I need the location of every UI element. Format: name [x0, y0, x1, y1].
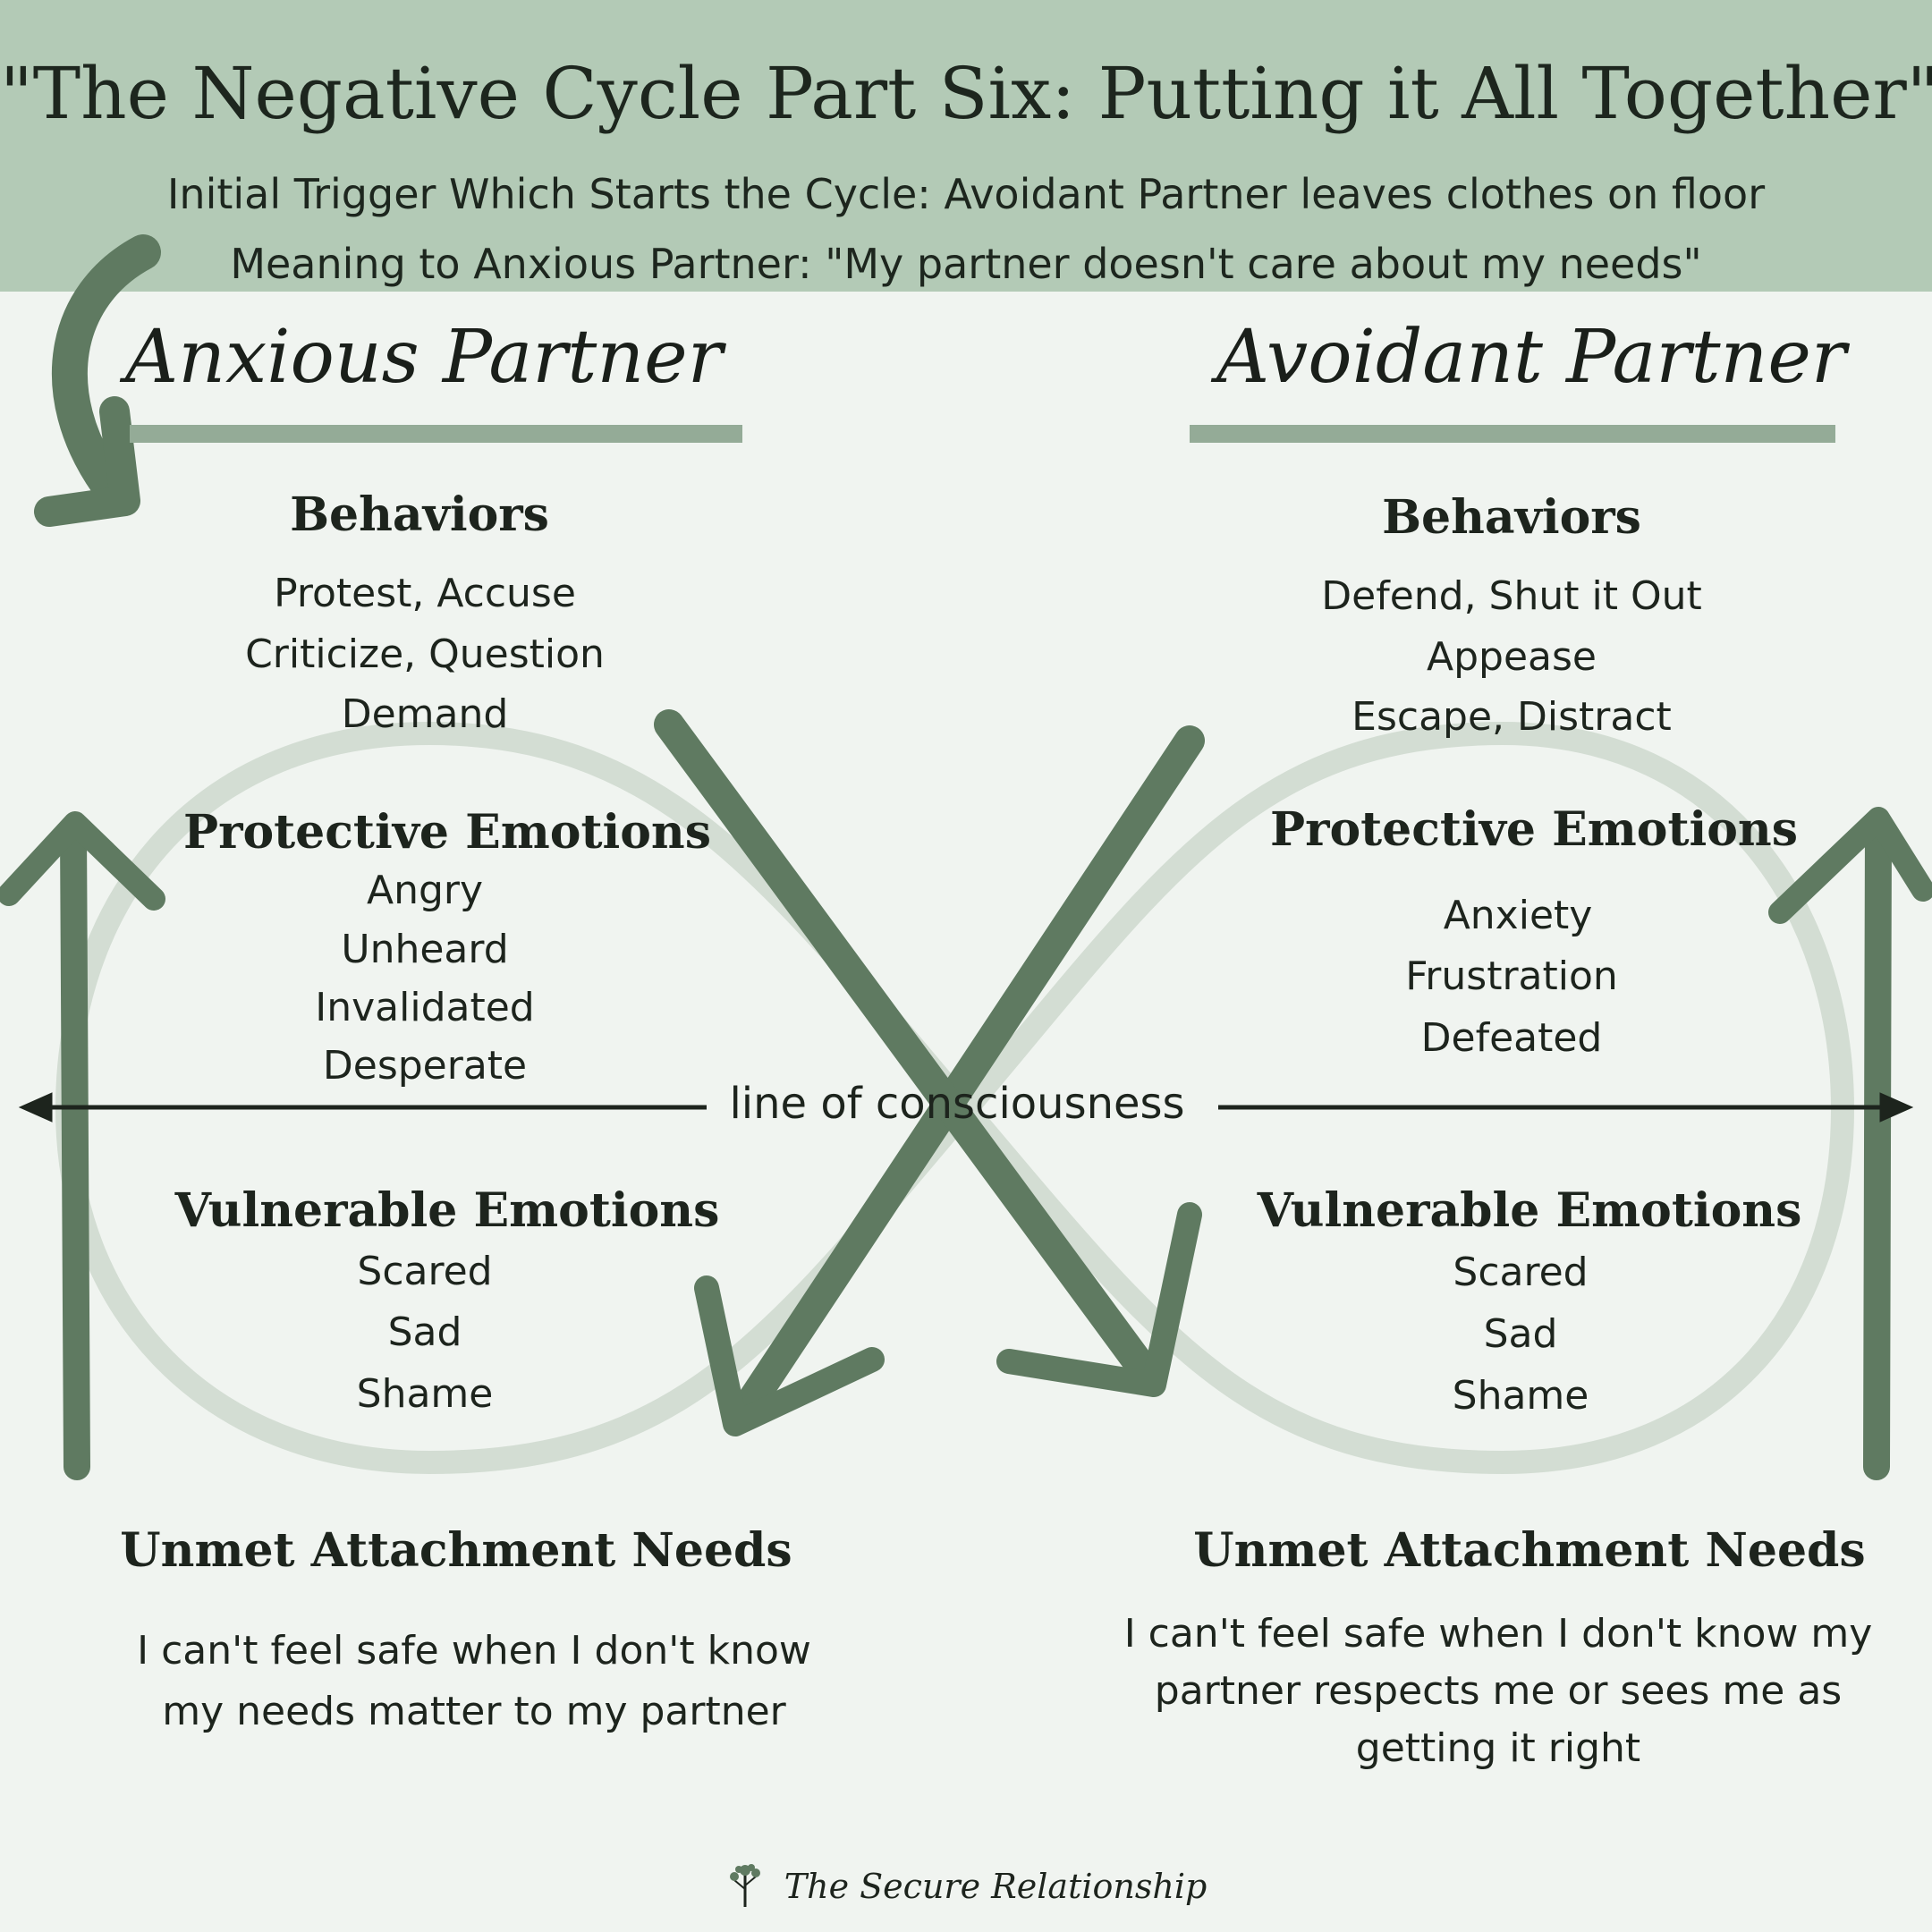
anxious-needs-line: I can't feel safe when I don't know	[137, 1628, 811, 1674]
avoidant-protective-item: Frustration	[1405, 953, 1618, 999]
curved-arrow-icon	[34, 234, 161, 527]
tree-icon	[725, 1862, 765, 1917]
anxious-protective-item: Angry	[366, 868, 484, 913]
avoidant-needs-line: getting it right	[1355, 1725, 1641, 1771]
anxious-underline	[130, 425, 742, 443]
avoidant-partner-heading: Avoidant Partner	[1216, 315, 1847, 400]
page-title: "The Negative Cycle Part Six: Putting it…	[0, 52, 1932, 135]
anxious-needs-title: Unmet Attachment Needs	[120, 1523, 792, 1578]
avoidant-protective-item: Defeated	[1420, 1015, 1603, 1061]
avoidant-needs-text: I can't feel safe when I don't know my p…	[1114, 1606, 1883, 1777]
anxious-vulnerable-item: Scared	[357, 1249, 493, 1294]
avoidant-vulnerable-item: Shame	[1452, 1373, 1589, 1419]
anxious-behavior-item: Demand	[341, 691, 509, 737]
header-band	[0, 0, 1932, 292]
anxious-vulnerable-item: Sad	[387, 1309, 462, 1355]
anxious-behavior-item: Protest, Accuse	[274, 571, 576, 616]
avoidant-behaviors-title: Behaviors	[1382, 490, 1641, 545]
cross-arrow-right-down-icon	[654, 709, 1202, 1397]
avoidant-vulnerable-title: Vulnerable Emotions	[1257, 1183, 1802, 1238]
brand-footer: The Secure Relationship	[0, 1862, 1932, 1917]
line-of-consciousness-label: line of consciousness	[729, 1079, 1185, 1129]
anxious-vulnerable-title: Vulnerable Emotions	[174, 1183, 720, 1238]
avoidant-vulnerable-item: Sad	[1483, 1311, 1558, 1357]
meaning-text: Meaning to Anxious Partner: "My partner …	[230, 240, 1702, 288]
avoidant-behavior-item: Defend, Shut it Out	[1321, 573, 1702, 619]
left-up-arrow-icon	[0, 811, 165, 1480]
avoidant-needs-line: partner respects me or sees me as	[1154, 1668, 1843, 1714]
avoidant-needs-title: Unmet Attachment Needs	[1193, 1523, 1866, 1578]
anxious-needs-line: my needs matter to my partner	[162, 1689, 786, 1734]
cross-arrow-left-down-icon	[694, 725, 1205, 1436]
anxious-protective-item: Invalidated	[315, 985, 535, 1030]
anxious-behavior-item: Criticize, Question	[245, 631, 605, 677]
avoidant-protective-item: Anxiety	[1443, 893, 1593, 938]
anxious-protective-item: Desperate	[322, 1043, 528, 1089]
avoidant-behavior-item: Escape, Distract	[1352, 694, 1672, 740]
brand-name: The Secure Relationship	[784, 1867, 1208, 1906]
anxious-protective-title: Protective Emotions	[182, 805, 711, 860]
double-arrow-icon	[18, 1092, 1914, 1123]
anxious-behaviors-title: Behaviors	[290, 487, 549, 542]
trigger-text: Initial Trigger Which Starts the Cycle: …	[166, 170, 1766, 218]
avoidant-needs-line: I can't feel safe when I don't know my	[1123, 1611, 1873, 1657]
avoidant-behavior-item: Appease	[1427, 634, 1597, 680]
anxious-vulnerable-item: Shame	[356, 1371, 494, 1417]
avoidant-protective-title: Protective Emotions	[1269, 802, 1798, 857]
anxious-needs-text: I can't feel safe when I don't know my n…	[89, 1621, 859, 1742]
anxious-protective-item: Unheard	[341, 927, 509, 972]
avoidant-vulnerable-item: Scared	[1453, 1250, 1589, 1295]
avoidant-underline	[1190, 425, 1835, 443]
right-up-arrow-icon	[1768, 807, 1932, 1480]
anxious-partner-heading: Anxious Partner	[125, 315, 723, 400]
